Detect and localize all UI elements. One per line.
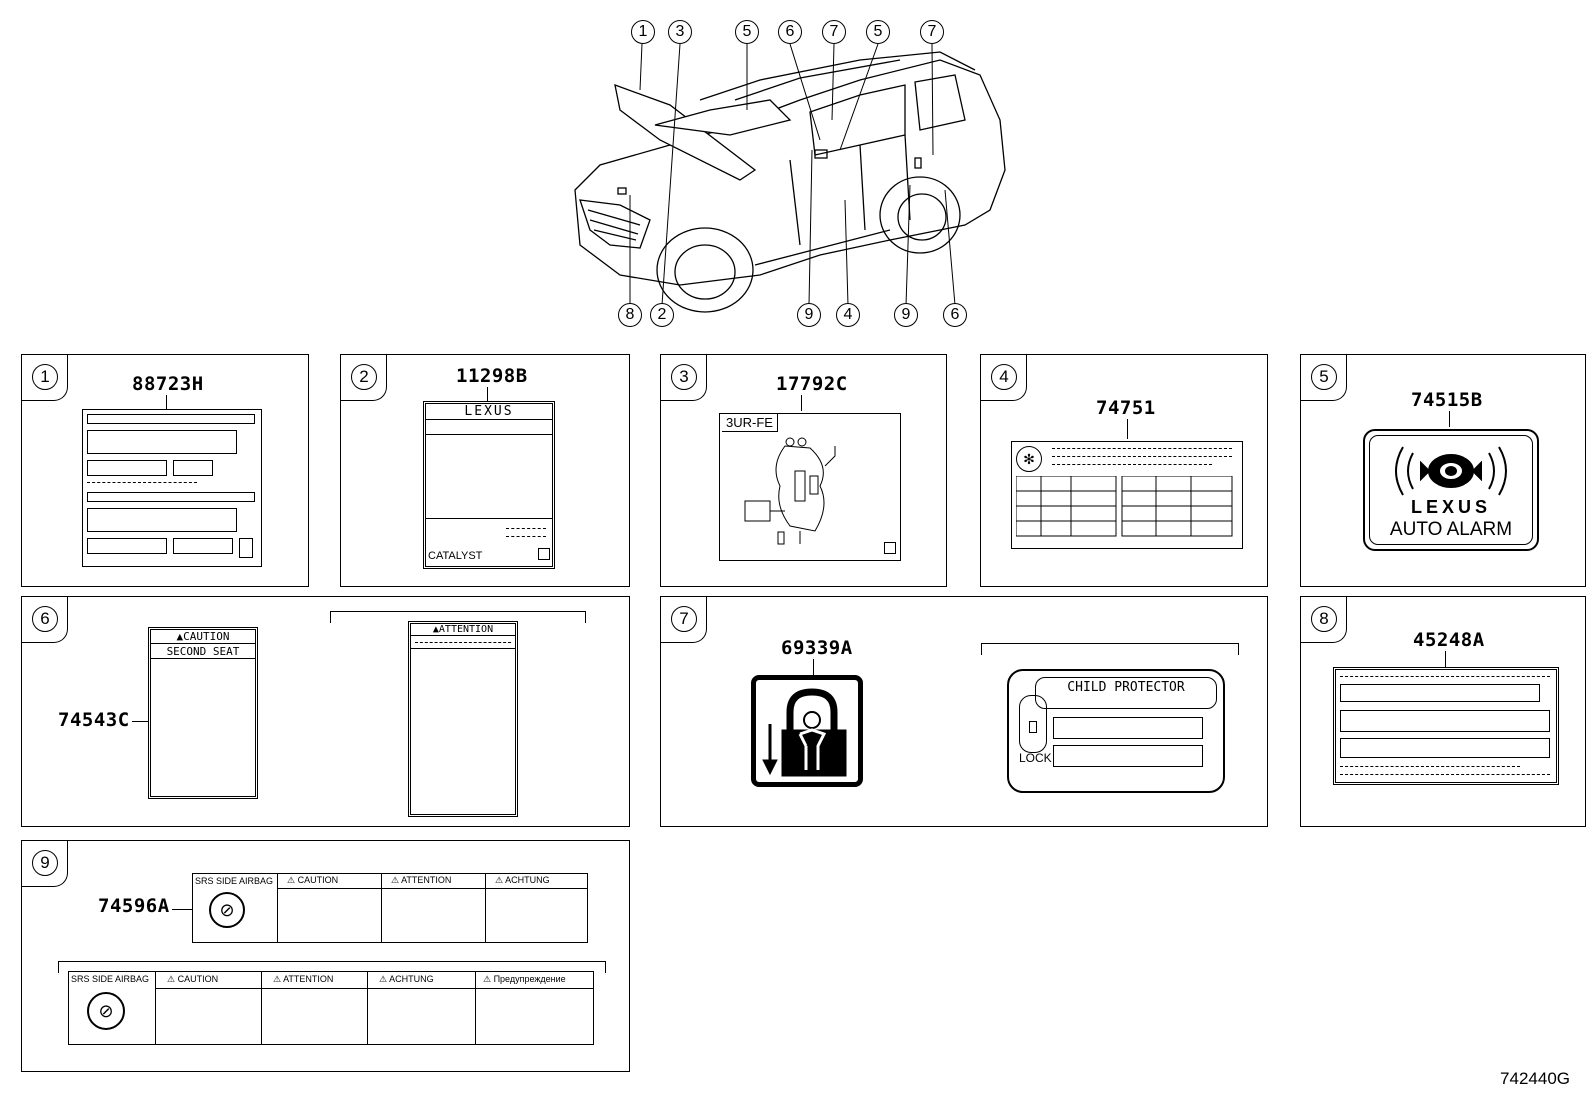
brand-text: LEXUS [1410,497,1491,517]
label-17792c: 3UR-FE [719,413,901,561]
panel-tab: 4 [981,355,1027,401]
callout-8-bottom: 8 [618,303,642,327]
callout-7b-top: 7 [920,20,944,44]
variant-bracket [330,611,586,623]
panel-2: 2 11298B LEXUS CATALYST [340,354,630,587]
engine-code: 3UR-FE [722,414,778,432]
part-number: 74543C [58,709,130,731]
label-caution-second-seat: ▲CAUTION SECOND SEAT [148,627,258,799]
callout-9-bottom: 9 [797,303,821,327]
label-11298b: LEXUS CATALYST [423,401,555,569]
caution-cell: ⚠ CAUTION [287,875,339,885]
panel-tab: 2 [341,355,387,401]
callout-leaders [629,43,956,306]
callout-2-bottom: 2 [650,303,674,327]
part-number: 69339A [781,637,853,659]
label-attention: ▲ATTENTION [408,621,518,817]
panel-tab: 6 [22,597,68,643]
srs-side-airbag-text: SRS SIDE AIRBAG [71,974,150,984]
callout-3-top: 3 [668,20,692,44]
callout-9b-bottom: 9 [894,303,918,327]
callout-1-top: 1 [631,20,655,44]
part-number: 74751 [1096,397,1156,419]
tire-icon: ✻ [1016,446,1042,472]
child-protector-title: CHILD PROTECTOR [1035,677,1217,709]
predupr-cell: ⚠ Предупреждение [483,974,566,984]
variant-bracket [58,961,606,973]
panel-tab: 9 [22,841,68,887]
achtung-cell: ⚠ ACHTUNG [495,875,550,885]
no-child-seat-icon: ⊘ [87,992,125,1030]
caution-cell: ⚠ CAUTION [167,974,219,984]
variant-bracket [981,643,1239,655]
panel-6: 6 74543C ▲CAUTION SECOND SEAT ▲ATTENTION [21,596,630,827]
srs-side-airbag-text: SRS SIDE AIRBAG [195,876,274,886]
panel-1: 1 88723H [21,354,309,587]
part-number: 74515B [1411,389,1483,411]
part-number: 17792C [776,373,848,395]
callout-4-bottom: 4 [836,303,860,327]
label-brand: LEXUS [426,404,552,420]
part-number: 88723H [132,373,204,395]
panel-tab: 7 [661,597,707,643]
label-74751: ✻ [1011,441,1243,549]
label-74515b: LEXUS AUTO ALARM [1363,429,1539,551]
part-number: 74596A [98,895,170,917]
panel-tab: 1 [22,355,68,401]
label-srs-airbag-bottom: SRS SIDE AIRBAG ⊘ ⚠ CAUTION ⚠ ATTENTION … [68,971,594,1045]
panel-4: 4 74751 ✻ [980,354,1268,587]
panel-7: 7 69339A CHILD PROTECTOR LOCK [660,596,1268,827]
part-number: 11298B [456,365,528,387]
attention-cell: ⚠ ATTENTION [273,974,334,984]
callout-6-bottom: 6 [943,303,967,327]
callout-5b-top: 5 [866,20,890,44]
callout-6-top: 6 [778,20,802,44]
panel-tab: 8 [1301,597,1347,643]
panel-5: 5 74515B LEXUS AUTO ALARM [1300,354,1586,587]
attention-cell: ⚠ ATTENTION [391,875,452,885]
achtung-cell: ⚠ ACHTUNG [379,974,434,984]
auto-alarm-text: AUTO ALARM [1389,519,1513,540]
no-child-seat-icon: ⊘ [209,892,245,928]
part-number: 45248A [1413,629,1485,651]
label-88723h [82,409,262,567]
panel-3: 3 17792C 3UR-FE [660,354,947,587]
callout-7-top: 7 [822,20,846,44]
label-srs-airbag-top: SRS SIDE AIRBAG ⊘ ⚠ CAUTION ⚠ ATTENTION … [192,873,588,943]
child-lock-icon [751,675,863,787]
second-seat-text: SECOND SEAT [151,645,255,659]
attention-header: ▲ATTENTION [411,624,515,636]
panel-8: 8 45248A [1300,596,1586,827]
lock-text: LOCK [1019,751,1052,765]
catalyst-text: CATALYST [428,550,483,562]
panel-9: 9 74596A SRS SIDE AIRBAG ⊘ ⚠ CAUTION ⚠ A… [21,840,630,1072]
callout-5-top: 5 [735,20,759,44]
vacuum-hose-diagram [744,437,836,545]
panel-tab: 3 [661,355,707,401]
document-number: 742440G [1500,1069,1570,1088]
alarm-speaker-icon [1395,446,1507,496]
panel-tab: 5 [1301,355,1347,401]
label-45248a [1333,667,1559,785]
label-child-protector: CHILD PROTECTOR LOCK [1007,669,1225,793]
vehicle-illustration [574,51,1006,313]
caution-header: ▲CAUTION [151,630,255,644]
